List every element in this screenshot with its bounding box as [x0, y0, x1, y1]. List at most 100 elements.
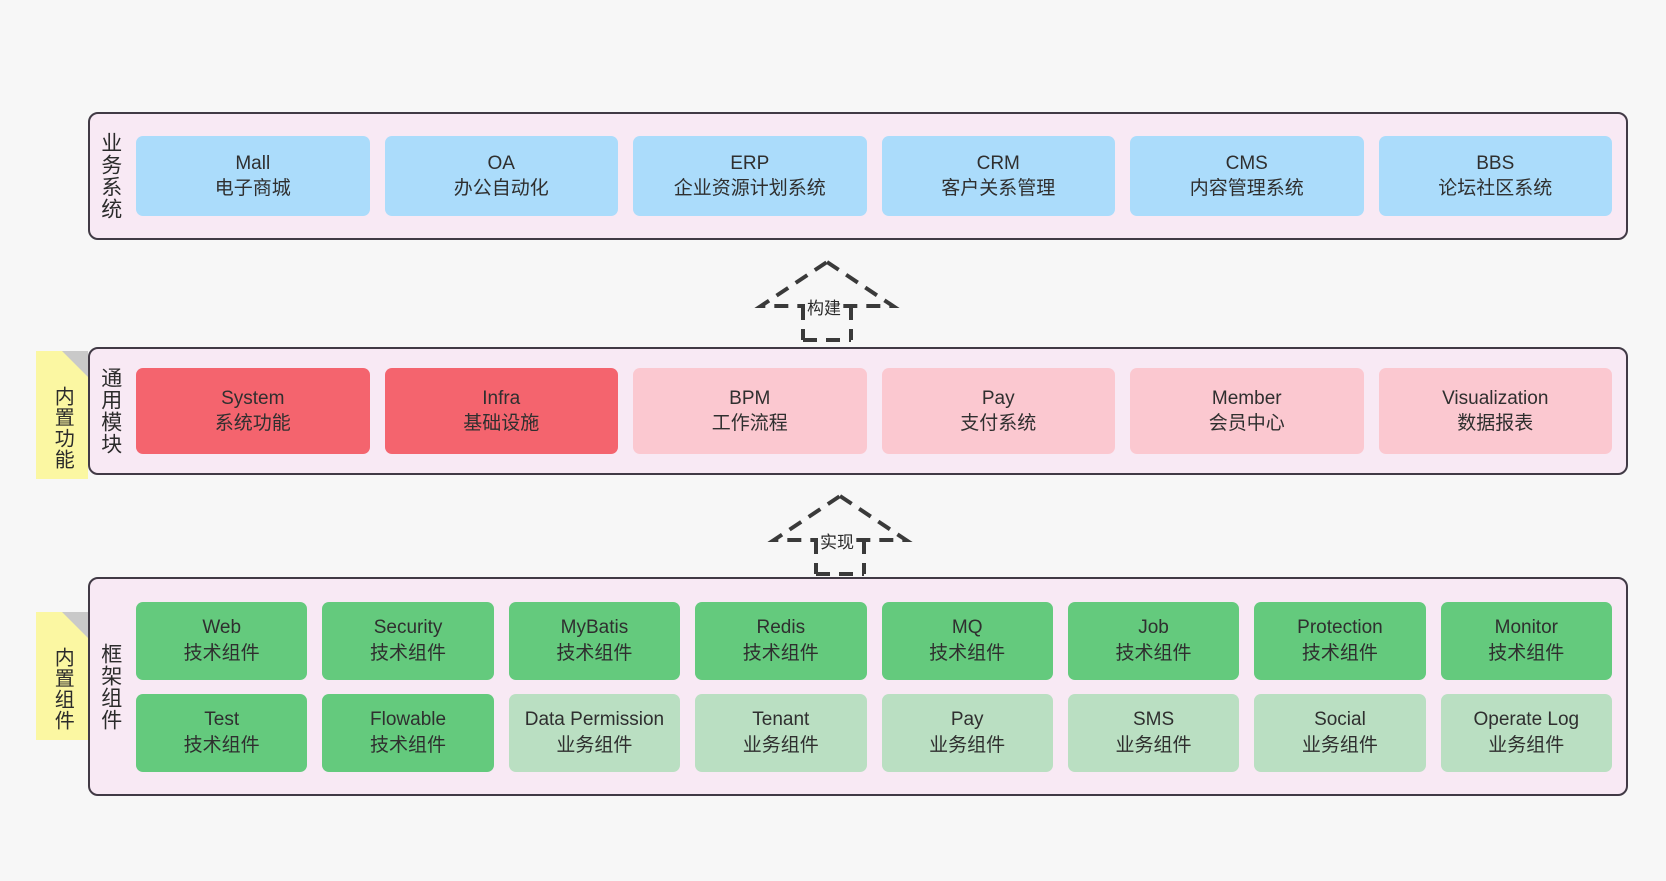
card-test[interactable]: Test 技术组件 [136, 693, 308, 772]
card-system[interactable]: System 系统功能 [136, 368, 370, 454]
card-bpm[interactable]: BPM 工作流程 [633, 368, 867, 454]
connector-build: 构建 [754, 258, 900, 342]
card-subtitle: 电子商城 [214, 178, 291, 199]
card-subtitle: 工作流程 [711, 413, 788, 434]
card-subtitle: 技术组件 [183, 642, 260, 664]
layer-framework-components: 框架组件 Web 技术组件 Security 技术组件 MyBatis 技术组件… [88, 577, 1628, 796]
card-pay-component[interactable]: Pay 业务组件 [881, 693, 1053, 772]
note-label: 内置组件 [51, 647, 74, 731]
card-subtitle: 技术组件 [556, 642, 633, 664]
card-subtitle: 业务组件 [1488, 734, 1565, 756]
card-data-permission[interactable]: Data Permission 业务组件 [508, 693, 681, 772]
card-title: MQ [951, 617, 983, 639]
card-title: System [221, 387, 285, 409]
note-fold-corner [62, 351, 88, 377]
connector-implement: 实现 [767, 492, 913, 576]
card-protection[interactable]: Protection 技术组件 [1254, 601, 1426, 680]
card-subtitle: 技术组件 [929, 642, 1006, 664]
card-pay-module[interactable]: Pay 支付系统 [881, 368, 1115, 454]
card-title: Monitor [1494, 617, 1558, 639]
card-sms[interactable]: SMS 业务组件 [1067, 693, 1240, 772]
card-subtitle: 办公自动化 [453, 178, 549, 199]
card-subtitle: 技术组件 [183, 734, 260, 756]
framework-row-business: Test 技术组件 Flowable 技术组件 Data Permission … [136, 693, 1612, 772]
card-subtitle: 技术组件 [1301, 642, 1378, 664]
note-builtin-components: 内置组件 [36, 612, 88, 740]
card-subtitle: 技术组件 [370, 734, 447, 756]
connector-implement-label: 实现 [818, 528, 856, 553]
card-title: BPM [729, 387, 771, 409]
card-subtitle: 技术组件 [742, 642, 819, 664]
card-title: Protection [1297, 617, 1383, 639]
card-title: MyBatis [560, 617, 629, 639]
card-title: Pay [950, 709, 984, 731]
card-crm[interactable]: CRM 客户关系管理 [881, 136, 1115, 216]
card-subtitle: 业务组件 [742, 734, 819, 756]
card-title: CRM [976, 152, 1020, 174]
card-member[interactable]: Member 会员中心 [1130, 368, 1364, 454]
layer-body-framework-components: Web 技术组件 Security 技术组件 MyBatis 技术组件 Redi… [130, 579, 1626, 794]
card-tenant[interactable]: Tenant 业务组件 [695, 693, 867, 772]
card-subtitle: 会员中心 [1208, 413, 1285, 434]
card-title: Test [204, 709, 240, 731]
card-title: Member [1211, 387, 1282, 409]
card-title: Redis [756, 617, 806, 639]
card-title: Pay [981, 387, 1015, 409]
note-label: 内置功能 [51, 386, 74, 470]
card-redis[interactable]: Redis 技术组件 [695, 601, 867, 680]
framework-row-technical: Web 技术组件 Security 技术组件 MyBatis 技术组件 Redi… [136, 601, 1612, 680]
card-social[interactable]: Social 业务组件 [1254, 693, 1426, 772]
layer-body-common-modules: System 系统功能 Infra 基础设施 BPM 工作流程 Pay 支付系统… [130, 349, 1626, 473]
card-web[interactable]: Web 技术组件 [136, 601, 308, 680]
card-mybatis[interactable]: MyBatis 技术组件 [508, 601, 681, 680]
card-title: Operate Log [1473, 709, 1580, 731]
card-subtitle: 支付系统 [960, 413, 1037, 434]
card-subtitle: 业务组件 [556, 734, 633, 756]
card-title: ERP [730, 152, 770, 174]
connector-build-label: 构建 [805, 294, 843, 319]
card-title: Social [1314, 709, 1366, 731]
card-flowable[interactable]: Flowable 技术组件 [322, 693, 494, 772]
card-title: Mall [235, 152, 271, 174]
layer-label-framework-components: 框架组件 [98, 642, 122, 731]
card-erp[interactable]: ERP 企业资源计划系统 [633, 136, 867, 216]
layer-label-common-modules: 通用模块 [98, 367, 122, 455]
card-subtitle: 企业资源计划系统 [673, 178, 826, 199]
card-infra[interactable]: Infra 基础设施 [384, 368, 618, 454]
card-operate-log[interactable]: Operate Log 业务组件 [1440, 693, 1612, 772]
card-title: BBS [1476, 152, 1515, 174]
card-mq[interactable]: MQ 技术组件 [881, 601, 1053, 680]
card-subtitle: 基础设施 [463, 413, 540, 434]
layer-business-systems: 业务系统 Mall 电子商城 OA 办公自动化 ERP 企业资源计划系统 CRM… [88, 112, 1628, 240]
card-monitor[interactable]: Monitor 技术组件 [1440, 601, 1612, 680]
card-subtitle: 客户关系管理 [941, 178, 1056, 199]
layer-body-business-systems: Mall 电子商城 OA 办公自动化 ERP 企业资源计划系统 CRM 客户关系… [130, 114, 1626, 238]
card-title: Data Permission [524, 709, 665, 731]
card-subtitle: 技术组件 [370, 642, 447, 664]
card-title: Tenant [752, 709, 810, 731]
card-visualization[interactable]: Visualization 数据报表 [1378, 368, 1612, 454]
card-subtitle: 技术组件 [1488, 642, 1565, 664]
card-subtitle: 业务组件 [1301, 734, 1378, 756]
card-subtitle: 论坛社区系统 [1438, 178, 1553, 199]
card-subtitle: 系统功能 [214, 413, 291, 434]
card-oa[interactable]: OA 办公自动化 [384, 136, 618, 216]
card-security[interactable]: Security 技术组件 [322, 601, 494, 680]
card-bbs[interactable]: BBS 论坛社区系统 [1378, 136, 1612, 216]
card-subtitle: 业务组件 [1115, 734, 1192, 756]
card-subtitle: 技术组件 [1115, 642, 1192, 664]
card-subtitle: 内容管理系统 [1189, 178, 1304, 199]
card-title: OA [487, 152, 515, 174]
card-title: Security [373, 617, 443, 639]
card-mall[interactable]: Mall 电子商城 [136, 136, 370, 216]
card-subtitle: 业务组件 [929, 734, 1006, 756]
card-title: Job [1138, 617, 1169, 639]
card-job[interactable]: Job 技术组件 [1067, 601, 1240, 680]
note-fold-corner [62, 612, 88, 638]
card-cms[interactable]: CMS 内容管理系统 [1130, 136, 1364, 216]
card-title: CMS [1225, 152, 1268, 174]
layer-label-business-systems: 业务系统 [98, 132, 122, 220]
card-title: SMS [1132, 709, 1175, 731]
card-subtitle: 数据报表 [1457, 413, 1534, 434]
